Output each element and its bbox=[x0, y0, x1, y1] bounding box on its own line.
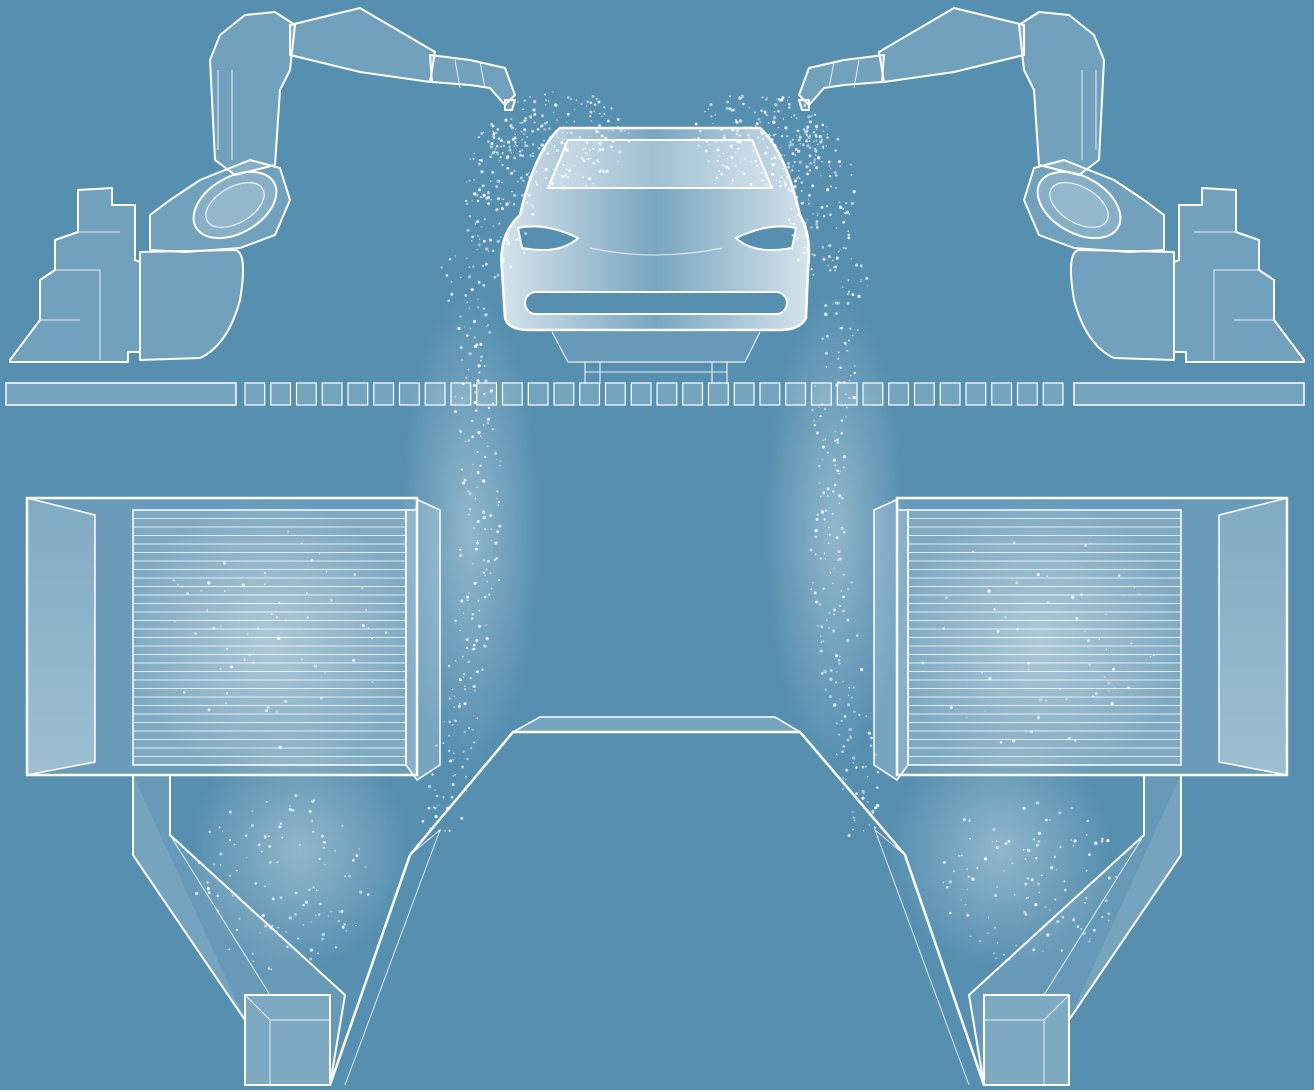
grating-segment bbox=[1018, 383, 1038, 405]
car-carrier bbox=[552, 332, 760, 384]
robot-arm-left bbox=[10, 8, 515, 362]
grating-segment bbox=[451, 383, 471, 405]
grating-segment bbox=[580, 383, 600, 405]
grating-segment bbox=[554, 383, 574, 405]
grating-segment bbox=[606, 383, 626, 405]
grating-segment bbox=[709, 383, 729, 405]
grating-segment bbox=[683, 383, 703, 405]
robot-arm-right bbox=[799, 8, 1304, 362]
grating-segment bbox=[657, 383, 677, 405]
grating-segment bbox=[322, 383, 342, 405]
grating-segment bbox=[837, 383, 857, 405]
grating-segment bbox=[966, 383, 986, 405]
grating-segment bbox=[915, 383, 935, 405]
grating-segment bbox=[400, 383, 420, 405]
grating-segment bbox=[271, 383, 291, 405]
grating-segment bbox=[425, 383, 445, 405]
grating-segment bbox=[503, 383, 523, 405]
filter-unit-left bbox=[27, 498, 440, 780]
grating-segment bbox=[374, 383, 394, 405]
grating-segment bbox=[297, 383, 317, 405]
grating-segment bbox=[992, 383, 1012, 405]
grating-segment bbox=[863, 383, 883, 405]
car-body bbox=[501, 128, 809, 330]
grating-segment bbox=[348, 383, 368, 405]
grating-segment bbox=[245, 383, 265, 405]
grating-segment bbox=[889, 383, 909, 405]
grating-segment bbox=[812, 383, 832, 405]
grating-segment bbox=[734, 383, 754, 405]
grating-segment bbox=[528, 383, 548, 405]
grating-segment bbox=[940, 383, 960, 405]
grating-segment bbox=[786, 383, 806, 405]
grating-segment bbox=[477, 383, 497, 405]
conveyor-grating bbox=[6, 383, 1304, 405]
grating-segment bbox=[1043, 383, 1063, 405]
grating-segment bbox=[631, 383, 651, 405]
filter-unit-right bbox=[874, 498, 1287, 780]
grating-segment bbox=[760, 383, 780, 405]
